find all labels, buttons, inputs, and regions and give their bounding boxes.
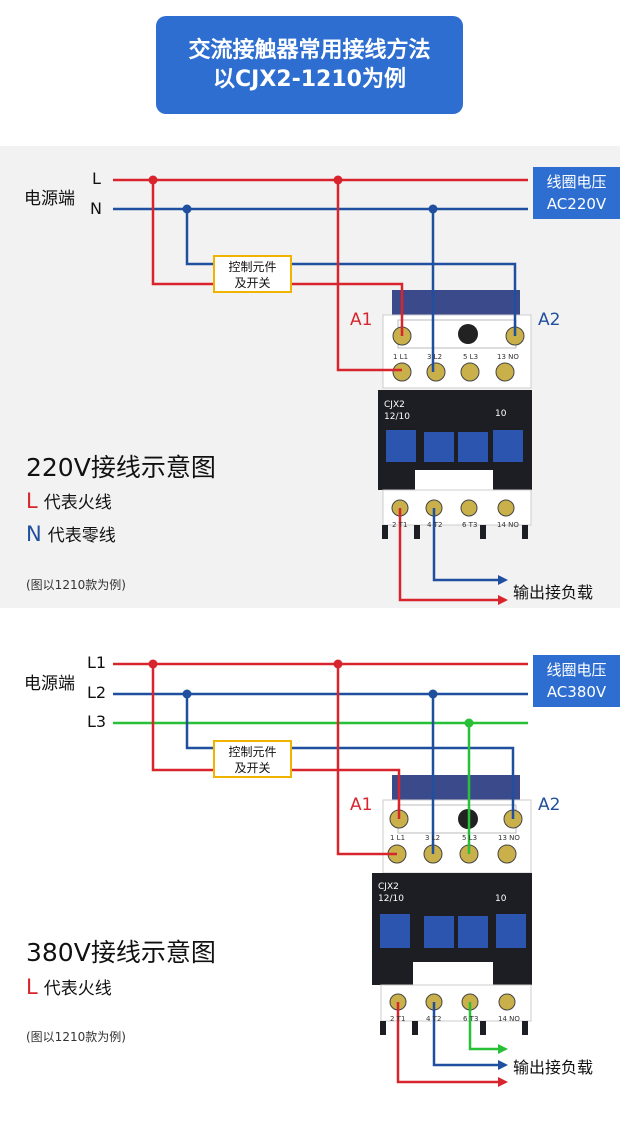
terminal-top-3: 5 L3 (462, 834, 478, 842)
diagram-title-220v: 220V接线示意图 (26, 453, 216, 482)
terminal-top-4: 13 NO (497, 353, 519, 361)
coil-voltage-380v: 线圈电压 AC380V (533, 655, 620, 707)
model-plate-220v: CJX2 12/10 (384, 399, 410, 423)
model-name: CJX2 (378, 882, 399, 892)
model-name: CJX2 (384, 400, 405, 410)
arrowheads-380v (498, 1044, 508, 1087)
a1-label-220v: A1 (350, 310, 373, 330)
wires-380v (113, 662, 528, 1084)
line-label-n: N (90, 199, 102, 218)
diagram-title-380v: 380V接线示意图 (26, 938, 216, 967)
wires-220v (113, 178, 528, 602)
terminal-bottom-4: 14 NO (497, 521, 519, 529)
header-banner: 交流接触器常用接线方法 以CJX2-1210为例 (156, 16, 463, 114)
source-label-380v: 电源端 (24, 674, 75, 694)
legend-text-neutral: 代表零线 (47, 526, 116, 546)
model-note-220v: (图以1210款为例) (26, 578, 126, 592)
model-plate-380v: CJX2 12/10 (378, 881, 404, 905)
output-load-label-380v: 输出接负载 (513, 1058, 594, 1077)
control-box-line1: 控制元件 (228, 745, 277, 759)
control-switch-box-380v: 控制元件 及开关 (213, 740, 292, 778)
terminal-top-4: 13 NO (498, 834, 520, 842)
coil-voltage-title: 线圈电压 (546, 661, 607, 679)
header-subtitle: 以CJX2-1210为例 (213, 67, 406, 92)
control-box-line2: 及开关 (234, 276, 271, 290)
legend-letter-l: L (26, 489, 38, 513)
terminal-bottom-1: 2 T1 (392, 521, 408, 529)
model-rating: 12/10 (378, 894, 404, 904)
legend-text-live: 代表火线 (43, 493, 112, 513)
aux-contact-label-220v: 10 (495, 409, 507, 419)
line-label-l: L (92, 169, 101, 188)
arrowheads-220v (498, 575, 508, 605)
terminal-bottom-3: 6 T3 (463, 1015, 479, 1023)
a2-label-380v: A2 (538, 795, 561, 815)
junction-dots-220v (148, 175, 438, 214)
aux-contact-label-380v: 10 (495, 894, 507, 904)
contactor-380v (372, 775, 532, 1035)
coil-voltage-value: AC380V (546, 683, 607, 701)
control-box-line2: 及开关 (234, 761, 271, 775)
legend-letter-l: L (26, 975, 38, 999)
terminal-bottom-2: 4 T2 (427, 521, 443, 529)
legend-letter-n: N (26, 522, 42, 546)
control-box-line1: 控制元件 (228, 260, 277, 274)
a2-label-220v: A2 (538, 310, 561, 330)
control-switch-box-220v: 控制元件 及开关 (213, 255, 292, 293)
terminal-top-2: 3 L2 (425, 834, 441, 842)
line-label-l1: L1 (87, 653, 107, 672)
coil-voltage-value: AC220V (546, 195, 607, 213)
model-note-380v: (图以1210款为例) (26, 1030, 126, 1044)
a1-label-380v: A1 (350, 795, 373, 815)
coil-voltage-220v: 线圈电压 AC220V (533, 167, 620, 219)
terminal-bottom-2: 4 T2 (426, 1015, 442, 1023)
terminal-top-2: 3 L2 (427, 353, 443, 361)
terminal-top-3: 5 L3 (463, 353, 479, 361)
source-label-220v: 电源端 (24, 189, 75, 209)
coil-voltage-title: 线圈电压 (546, 173, 607, 191)
terminal-top-1: 1 L1 (393, 353, 409, 361)
terminal-top-1: 1 L1 (390, 834, 406, 842)
terminal-bottom-4: 14 NO (498, 1015, 520, 1023)
output-load-label-220v: 输出接负载 (513, 583, 594, 602)
header-title: 交流接触器常用接线方法 (188, 38, 431, 63)
terminal-bottom-3: 6 T3 (462, 521, 478, 529)
line-label-l2: L2 (87, 683, 107, 702)
junction-dots-380v (148, 659, 474, 728)
line-label-l3: L3 (87, 712, 107, 731)
terminal-bottom-1: 2 T1 (390, 1015, 406, 1023)
legend-text-live: 代表火线 (43, 979, 112, 999)
screws-220v (391, 326, 525, 517)
model-rating: 12/10 (384, 412, 410, 422)
